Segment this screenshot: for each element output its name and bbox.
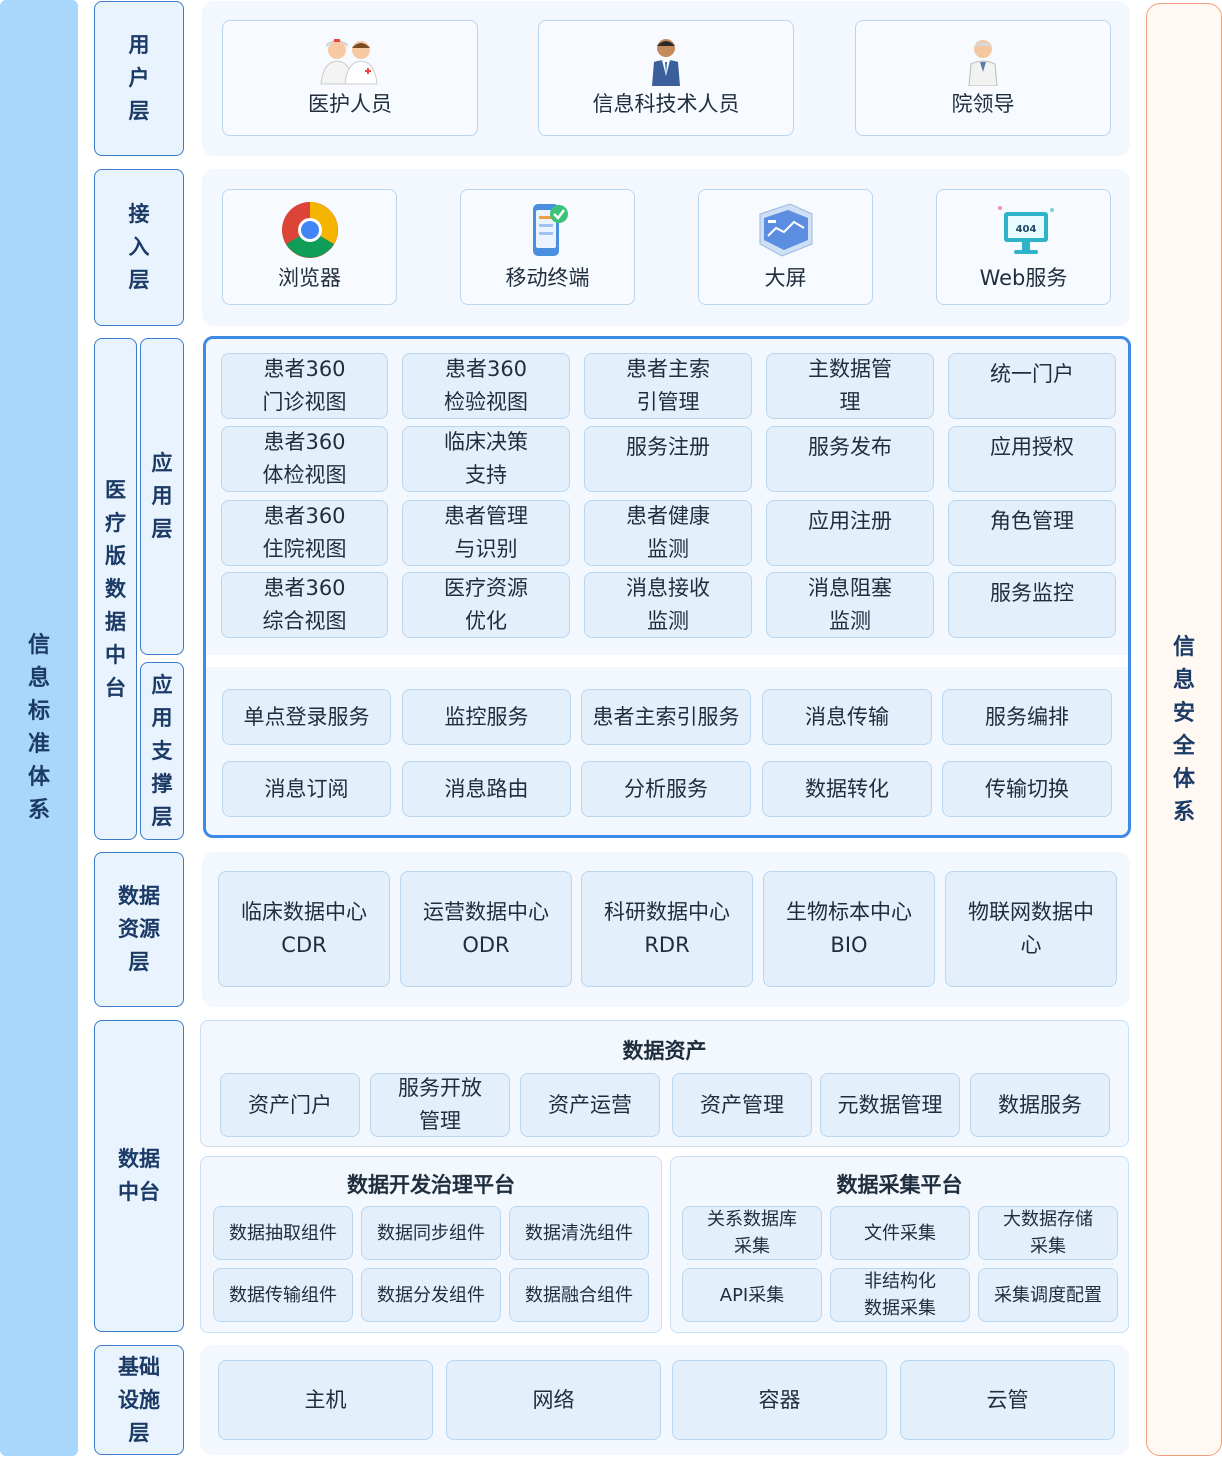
info-security-system-label: 信 息 安 全 体 系 <box>1172 634 1195 825</box>
collection-card: 非结构化数据采集 <box>830 1268 970 1322</box>
data-dev-governance-title: 数据开发治理平台 <box>347 1173 515 1197</box>
browser-icon <box>281 201 338 258</box>
access-layer-label: 接入层 <box>94 169 184 326</box>
dev-component-card: 数据清洗组件 <box>509 1206 649 1260</box>
app-support-layer-label: 应用支 撑层 <box>140 662 184 840</box>
data-collection-title: 数据采集平台 <box>836 1173 963 1197</box>
support-card: 传输切换 <box>942 761 1112 817</box>
asset-card: 资产门户 <box>220 1073 360 1137</box>
data-assets-title: 数据资产 <box>622 1039 707 1063</box>
layer-divider <box>206 655 1128 667</box>
app-card: 主数据管理 <box>766 353 934 419</box>
support-card: 消息订阅 <box>222 761 391 817</box>
dev-component-card: 数据同步组件 <box>361 1206 501 1260</box>
support-card: 服务编排 <box>942 689 1112 745</box>
infra-card-network: 网络 <box>446 1360 661 1440</box>
app-card: 患者主索引管理 <box>584 353 752 419</box>
mobile-terminal-icon <box>532 203 568 256</box>
support-card: 单点登录服务 <box>222 689 391 745</box>
collection-card: API采集 <box>682 1268 822 1322</box>
dev-component-card: 数据抽取组件 <box>213 1206 353 1260</box>
access-card-browser: 浏览器 <box>222 189 397 305</box>
dev-component-card: 数据融合组件 <box>509 1268 649 1322</box>
medical-staff-icon <box>320 38 378 84</box>
collection-card: 采集调度配置 <box>978 1268 1118 1322</box>
access-card-web-service: 404 Web服务 <box>936 189 1111 305</box>
web-service-icon: 404 <box>997 205 1054 254</box>
user-layer-label: 用户层 <box>94 1 184 156</box>
dev-component-card: 数据分发组件 <box>361 1268 501 1322</box>
support-card: 消息传输 <box>762 689 932 745</box>
data-center-card: 物联网数据中心 <box>945 871 1117 987</box>
app-card: 患者健康监测 <box>584 500 752 566</box>
info-security-system-column: 信 息 安 全 体 系 <box>1146 3 1222 1456</box>
infrastructure-layer-label: 基础设施层 <box>94 1345 184 1455</box>
asset-card: 资产运营 <box>520 1073 660 1137</box>
asset-card: 资产管理 <box>672 1073 812 1137</box>
app-card: 消息阻塞监测 <box>766 572 934 638</box>
app-card: 角色管理 <box>948 500 1116 566</box>
hospital-leader-icon <box>968 39 998 86</box>
app-card: 消息接收监测 <box>584 572 752 638</box>
collection-card: 关系数据库采集 <box>682 1206 822 1260</box>
app-card: 统一门户 <box>948 353 1116 419</box>
support-card: 数据转化 <box>762 761 932 817</box>
user-card-medical-staff: 医护人员 <box>222 20 478 136</box>
infra-card-host: 主机 <box>218 1360 433 1440</box>
app-card: 应用授权 <box>948 426 1116 492</box>
medical-data-platform-label: 医疗 版数 据中 台 <box>94 338 137 840</box>
asset-card: 元数据管理 <box>820 1073 960 1137</box>
app-card: 医疗资源优化 <box>402 572 570 638</box>
support-card: 患者主索引服务 <box>581 689 751 745</box>
support-card: 监控服务 <box>402 689 571 745</box>
dev-component-card: 数据传输组件 <box>213 1268 353 1322</box>
app-card: 服务发布 <box>766 426 934 492</box>
infra-card-container: 容器 <box>672 1360 887 1440</box>
app-card: 临床决策支持 <box>402 426 570 492</box>
asset-card: 数据服务 <box>970 1073 1110 1137</box>
data-resource-layer-label: 数据资源层 <box>94 852 184 1007</box>
access-card-mobile-terminal: 移动终端 <box>460 189 635 305</box>
support-card: 消息路由 <box>402 761 571 817</box>
large-screen-icon <box>759 202 812 257</box>
app-card: 服务监控 <box>948 572 1116 638</box>
info-standard-system-label: 信 息 标 准 体 系 <box>27 633 50 823</box>
collection-card: 大数据存储采集 <box>978 1206 1118 1260</box>
user-card-hospital-leader: 院领导 <box>855 20 1111 136</box>
svg-text:404: 404 <box>1015 224 1036 235</box>
access-card-large-screen: 大屏 <box>698 189 873 305</box>
data-platform-label: 数据中台 <box>94 1020 184 1332</box>
infra-card-cloud-management: 云管 <box>900 1360 1115 1440</box>
collection-card: 文件采集 <box>830 1206 970 1260</box>
app-card: 患者管理与识别 <box>402 500 570 566</box>
asset-card: 服务开放管理 <box>370 1073 510 1137</box>
technician-icon <box>652 38 680 86</box>
user-card-technician: 信息科技术人员 <box>538 20 794 136</box>
app-card: 服务注册 <box>584 426 752 492</box>
support-card: 分析服务 <box>581 761 751 817</box>
application-layer-label: 应用层 <box>140 338 184 655</box>
info-standard-system-column: 信 息 标 准 体 系 <box>0 0 78 1456</box>
app-card: 应用注册 <box>766 500 934 566</box>
